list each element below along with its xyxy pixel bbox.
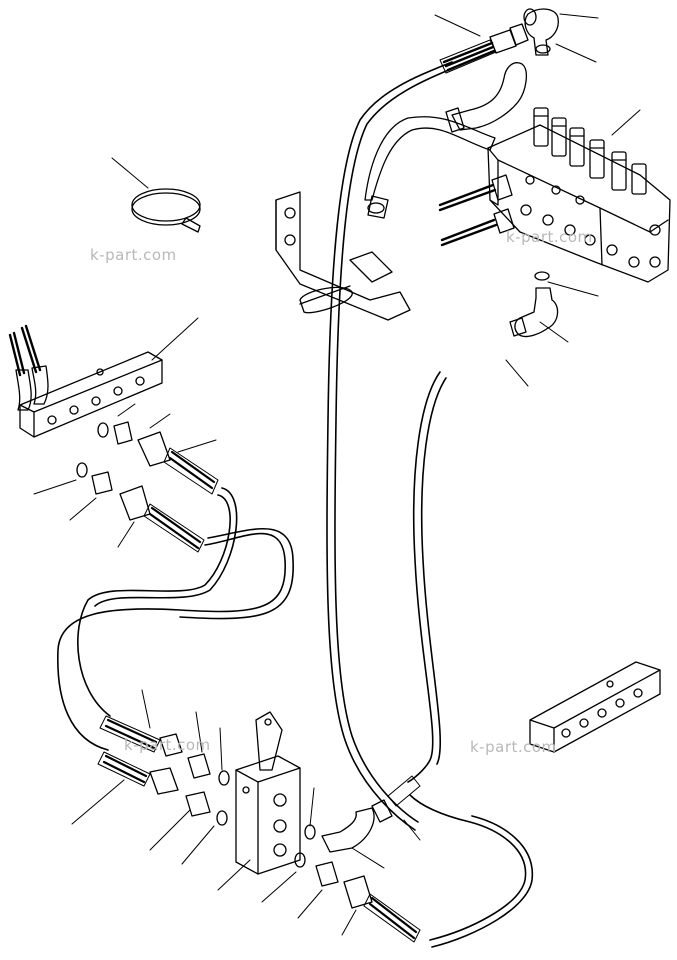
watermark-2: k-part.com <box>506 228 593 246</box>
o-ring-b2 <box>216 810 228 826</box>
hose-bottom-right <box>409 794 527 941</box>
callout-leaders <box>33 13 641 936</box>
hose-left-loop-1 <box>57 532 286 751</box>
hose-left-loop-2 <box>77 494 231 717</box>
valve-spools <box>533 107 647 195</box>
elbow-fitting-b <box>321 807 375 853</box>
top-hose-fitting <box>439 8 559 74</box>
adapter-b4 <box>315 861 339 887</box>
left-fittings <box>76 421 219 553</box>
hose-spring-guard-b2 <box>97 751 151 787</box>
o-ring-b3 <box>304 824 316 840</box>
bottom-valve-block <box>235 711 301 875</box>
o-ring-l2 <box>76 462 88 478</box>
elbow-fitting-lower <box>514 287 559 338</box>
hose-spring-guard-b4 <box>363 893 421 943</box>
hose-spring-guard-b3 <box>387 775 421 807</box>
hose-right <box>407 371 441 783</box>
watermark-3: k-part.com <box>124 736 211 754</box>
o-ring-b1 <box>218 770 230 786</box>
o-ring-top <box>535 44 551 54</box>
elbow-fitting-top <box>524 8 559 56</box>
hose-lines <box>57 61 534 948</box>
hose-spring-guard-l1 <box>163 447 219 495</box>
watermark-1: k-part.com <box>90 246 177 264</box>
hose-spring-guard-l2 <box>143 503 205 553</box>
valve-lever <box>255 711 283 771</box>
hose-spring-guard-b1 <box>99 715 161 753</box>
cable-tie-clamp <box>131 188 201 233</box>
mounting-bracket <box>275 191 411 321</box>
adapter-l1 <box>113 421 133 445</box>
watermark-4: k-part.com <box>470 738 557 756</box>
o-ring-l1 <box>97 422 109 438</box>
adapter-b1 <box>187 753 211 779</box>
adapter-l2 <box>91 471 113 495</box>
hose-main-tall <box>326 61 453 831</box>
manifold-block-right <box>529 661 661 753</box>
valve-ports <box>520 175 661 268</box>
o-ring-b4 <box>294 852 306 868</box>
o-ring-valve-bottom <box>534 271 550 281</box>
control-valve-bank <box>364 62 671 338</box>
manifold-ports-right <box>561 680 643 738</box>
hose-ferrule-top <box>489 29 517 54</box>
manifold-block-left <box>8 324 163 438</box>
manifold-ports-left <box>47 368 145 425</box>
bottom-left-fittings <box>97 715 421 943</box>
adapter-b2 <box>185 791 211 817</box>
